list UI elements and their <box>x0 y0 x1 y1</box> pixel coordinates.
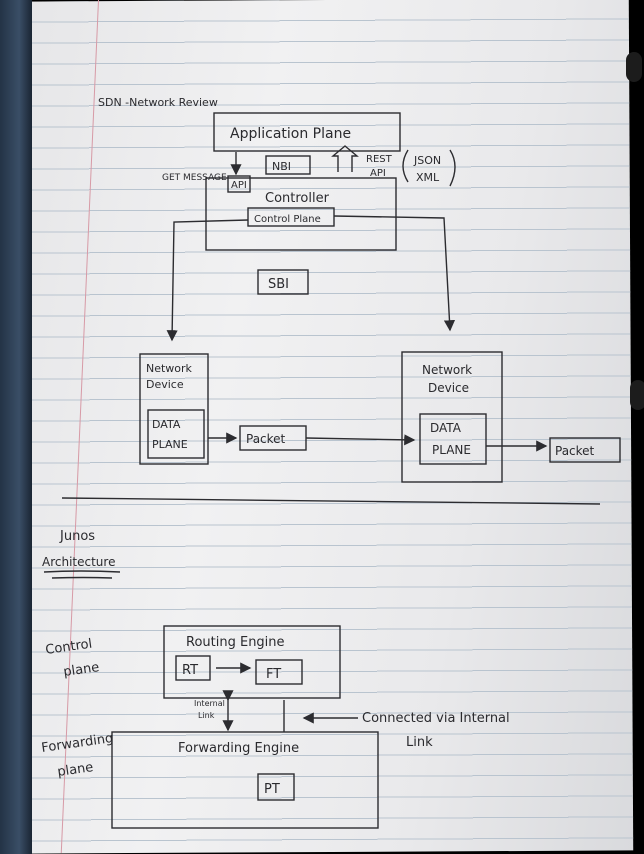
get-message-label: GET MESSAGE <box>162 173 227 183</box>
junos-title: Junos <box>59 529 95 544</box>
routing-engine-label: Routing Engine <box>186 635 285 650</box>
punch-hole <box>626 52 642 82</box>
control-plane-box <box>247 207 335 227</box>
application-plane-label: Application Plane <box>230 126 351 142</box>
rest-label: REST <box>366 154 393 165</box>
packet-right-label: Packet <box>555 444 595 458</box>
network-device-right-line1: Network <box>422 363 472 377</box>
sbi-label: SBI <box>268 277 289 292</box>
forwarding-engine-label: Forwarding Engine <box>178 741 299 756</box>
pt-box <box>257 773 295 801</box>
connected-note-line1: Connected via Internal <box>362 711 510 726</box>
forwarding-plane-side-line2: plane <box>56 760 94 780</box>
control-plane-label: Control Plane <box>254 214 321 225</box>
notebook-binding <box>0 0 32 854</box>
network-device-right-line2: Device <box>428 381 469 395</box>
packet-mid-label: Packet <box>246 432 286 446</box>
network-device-left-line1: Network <box>146 362 193 375</box>
data-plane-right-line1: DATA <box>430 421 462 435</box>
ft-label: FT <box>266 667 281 682</box>
data-plane-left-box <box>147 409 205 459</box>
pt-label: PT <box>264 782 280 797</box>
network-device-right-box <box>401 351 503 483</box>
connected-note-line2: Link <box>406 735 433 750</box>
junos-subtitle: Architecture <box>42 555 115 569</box>
subtitle-underline <box>43 570 121 579</box>
nbi-label: NBI <box>272 160 291 173</box>
packet-arrow-2 <box>305 434 416 446</box>
forwarding-plane-side-line1: Forwarding <box>40 731 114 756</box>
data-plane-left-line1: DATA <box>152 418 181 431</box>
network-device-left-line2: Device <box>146 378 184 391</box>
sdn-title: SDN -Network Review <box>98 96 218 109</box>
forwarding-engine-box <box>111 731 379 829</box>
rt-box <box>175 655 211 681</box>
api-label: API <box>231 180 247 191</box>
data-plane-left-line2: PLANE <box>152 438 188 451</box>
packet-right-box <box>549 437 621 463</box>
sbi-right-arrow <box>333 215 456 332</box>
sbi-left-arrow <box>166 219 249 342</box>
data-plane-right-line2: PLANE <box>432 443 471 457</box>
control-plane-side-line2: plane <box>62 660 100 680</box>
paren-right <box>449 149 456 187</box>
rest-up-arrow <box>331 145 359 172</box>
api-box <box>227 175 251 193</box>
paren-left <box>402 149 409 183</box>
xml-label: XML <box>416 171 440 184</box>
json-label: JSON <box>413 154 441 167</box>
data-plane-right-box <box>419 413 487 465</box>
internal-link-line2: Link <box>198 711 215 720</box>
network-device-left-box <box>139 353 209 465</box>
controller-label: Controller <box>265 191 330 206</box>
controller-box <box>205 177 397 251</box>
application-plane-box <box>213 112 401 152</box>
ft-box <box>255 659 303 685</box>
rest-api-label: API <box>370 168 386 179</box>
section-divider <box>61 497 601 505</box>
nbi-box <box>265 155 311 175</box>
control-plane-side-line1: Control <box>44 637 93 658</box>
sbi-box <box>257 269 309 295</box>
rt-label: RT <box>182 663 198 678</box>
punch-hole <box>630 380 644 410</box>
routing-engine-box <box>163 625 341 699</box>
internal-link-line1: Internal <box>194 699 225 708</box>
